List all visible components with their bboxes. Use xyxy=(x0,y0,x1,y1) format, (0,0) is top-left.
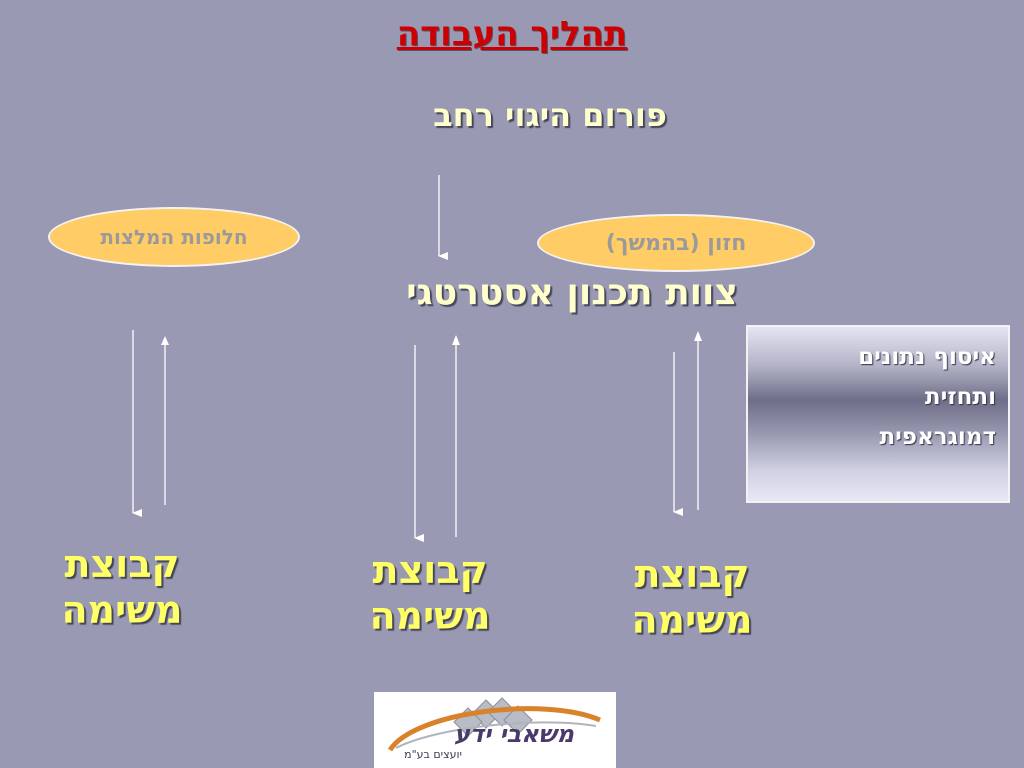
task-group-line: משימה xyxy=(61,588,183,632)
logo-name: משאבי ידע xyxy=(454,720,575,748)
recommendations-oval-label: חלופות המלצות xyxy=(100,225,248,249)
task-group-line: קבוצת xyxy=(64,542,180,586)
logo-subtitle: יועצים בע"מ xyxy=(404,748,462,761)
task-group-line: קבוצת xyxy=(634,552,750,596)
slide-title: תהליך העבודה xyxy=(396,14,628,54)
data-collection-box: איסוף נתונים ותחזית דמוגראפית xyxy=(746,325,1010,503)
strategic-team-label: צוות תכנון אסטרטגי xyxy=(406,272,738,313)
vision-oval-label: חזון (בהמשך) xyxy=(605,230,747,256)
data-box-line: דמוגראפית xyxy=(879,424,996,450)
task-group-right: קבוצת משימה xyxy=(592,551,792,643)
task-group-line: משימה xyxy=(369,594,491,638)
task-group-middle: קבוצת משימה xyxy=(330,547,530,639)
vision-oval: חזון (בהמשך) xyxy=(537,214,815,272)
task-group-line: קבוצת xyxy=(372,548,488,592)
task-group-line: משימה xyxy=(631,598,753,642)
task-group-left: קבוצת משימה xyxy=(22,541,222,633)
steering-forum-label: פורום היגוי רחב xyxy=(433,96,667,134)
data-box-line: איסוף נתונים xyxy=(858,344,996,370)
data-box-line: ותחזית xyxy=(924,384,996,410)
recommendations-oval: חלופות המלצות xyxy=(48,207,300,267)
company-logo: משאבי ידע יועצים בע"מ xyxy=(374,692,616,768)
